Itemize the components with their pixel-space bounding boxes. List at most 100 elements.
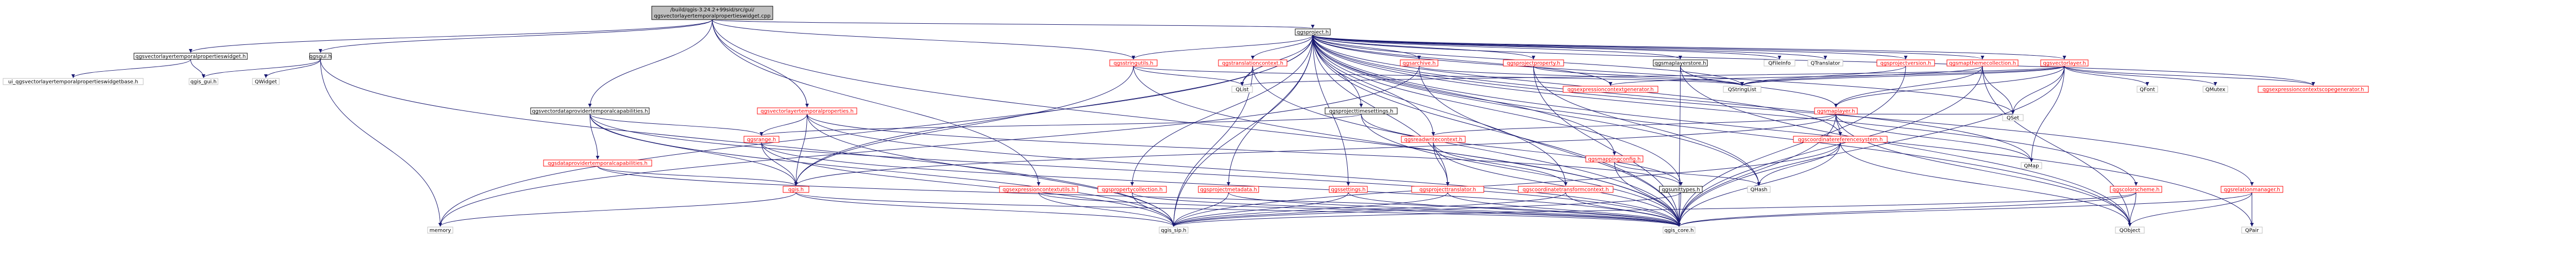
graph-node-label: qgspropertycollection.h xyxy=(1101,187,1162,193)
graph-edge xyxy=(1312,35,2132,227)
graph-node-qgsexpressioncontextgenerator-h[interactable]: qgsexpressioncontextgenerator.h xyxy=(1563,86,1658,93)
graph-edge xyxy=(794,66,1134,186)
graph-edge xyxy=(1312,35,2254,186)
graph-node-qgsvectorlayertemporalproperties-h[interactable]: qgsvectorlayertemporalproperties.h xyxy=(757,107,857,115)
graph-node-qgsvectorlayertemporalpropertieswidget-h[interactable]: qgsvectorlayertemporalpropertieswidget.h xyxy=(133,53,248,60)
graph-node-box xyxy=(1747,186,1771,193)
graph-edge xyxy=(1172,192,1349,227)
graph-edge xyxy=(1312,35,2138,186)
graph-node-qgstranslationcontext-h[interactable]: qgstranslationcontext.h xyxy=(1218,59,1287,67)
graph-node-box xyxy=(1329,186,1368,193)
graph-node-qgsvectordataprovidertemporalcapabilities-h[interactable]: qgsvectordataprovidertemporalcapabilitie… xyxy=(530,107,650,115)
graph-node-qgsmaplayerstore-h[interactable]: qgsmaplayerstore.h xyxy=(1653,59,1708,67)
graph-edge xyxy=(1840,142,2132,227)
graph-node-qobject[interactable]: QObject xyxy=(2115,227,2145,234)
graph-node-box xyxy=(2021,162,2042,169)
graph-node-qgsrange-h[interactable]: qgsrange.h xyxy=(743,136,779,143)
graph-node-memory[interactable]: memory xyxy=(427,227,453,234)
graph-node-box xyxy=(1585,155,1643,163)
graph-edge xyxy=(712,19,1136,60)
graph-node-qgscolorscheme-h[interactable]: qgscolorscheme.h xyxy=(2110,186,2162,193)
graph-node-box xyxy=(530,107,650,115)
graph-node-qgsprojectproperty-h[interactable]: qgsprojectproperty.h xyxy=(1503,59,1564,67)
graph-edge xyxy=(794,35,1313,186)
graph-node-qset[interactable]: QSet xyxy=(2002,114,2024,121)
graph-node-qhash[interactable]: QHash xyxy=(1747,186,1771,193)
graph-node-qgis-core-h[interactable]: qgis_core.h xyxy=(1663,227,1696,234)
graph-node-label: qgis_gui.h xyxy=(191,79,217,85)
graph-edge xyxy=(759,114,1362,136)
graph-node-qgsprojecttimesettings-h[interactable]: qgsprojecttimesettings.h xyxy=(1325,107,1398,115)
graph-edge xyxy=(1131,35,1313,60)
graph-edge xyxy=(1133,66,1681,227)
graph-edge xyxy=(1251,35,1313,60)
graph-edge xyxy=(807,114,1681,227)
graph-edge xyxy=(1172,192,1448,227)
graph-node-box xyxy=(1401,136,1466,143)
graph-node-qgsprojectmetadata-h[interactable]: qgsprojectmetadata.h xyxy=(1198,186,1259,193)
graph-edge xyxy=(1240,66,1253,86)
graph-edge xyxy=(1757,142,1841,186)
graph-node-qgsdataprovidertemporalcapabilities-h[interactable]: qgsdataprovidertemporalcapabilities.h xyxy=(543,159,652,167)
graph-node-qgsprojectversion-h[interactable]: qgsprojectversion.h xyxy=(1876,59,1935,67)
graph-node-qgsvectorlayer-h[interactable]: qgsvectorlayer.h xyxy=(2040,59,2089,67)
graph-edge xyxy=(1836,114,2132,227)
graph-node-qgsmaplayer-h[interactable]: qgsmaplayer.h xyxy=(1814,107,1858,115)
graph-node-qgis-gui-h[interactable]: qgis_gui.h xyxy=(189,78,218,85)
graph-node-qmutex[interactable]: QMutex xyxy=(2202,86,2228,93)
graph-node-qgsrelationmanager-h[interactable]: qgsrelationmanager.h xyxy=(2221,186,2283,193)
graph-node-box xyxy=(2258,86,2369,93)
graph-node-box xyxy=(1097,186,1167,193)
graph-node-qgsmappingconfig-h[interactable]: qgsmappingconfig.h xyxy=(1585,155,1643,163)
graph-node-qgscoordinatereferencesystem-h[interactable]: qgscoordinatereferencesystem.h xyxy=(1793,136,1888,143)
graph-node-qtranslator[interactable]: QTranslator xyxy=(1807,59,1843,67)
graph-node-qpair[interactable]: QPair xyxy=(2241,227,2263,234)
graph-edge xyxy=(1312,35,1985,60)
graph-node-qgsexpressioncontextutils-h[interactable]: qgsexpressioncontextutils.h xyxy=(999,186,1078,193)
graph-node-label: qgsdataprovidertemporalcapabilities.h xyxy=(548,161,648,167)
graph-node-qgsexpressioncontextscopegenerator-h[interactable]: qgsexpressioncontextscopegenerator.h xyxy=(2258,86,2369,93)
graph-edge xyxy=(807,114,1683,186)
graph-node-label: qgscolorscheme.h xyxy=(2112,187,2159,193)
graph-node-qgis-h[interactable]: qgis.h xyxy=(783,186,809,193)
graph-edge xyxy=(1740,66,1983,86)
graph-node-qstringlist[interactable]: QStringList xyxy=(1723,86,1761,93)
graph-node-qgsarchive-h[interactable]: qgsarchive.h xyxy=(1400,59,1438,67)
graph-node-box xyxy=(2115,227,2145,234)
graph-node-qgsproject-h[interactable]: qgsproject.h xyxy=(1295,28,1331,36)
graph-node-qgsunittypes-h[interactable]: qgsunittypes.h xyxy=(1659,186,1703,193)
graph-node-label: qgscoordinatereferencesystem.h xyxy=(1798,137,1883,143)
graph-node-label: qgstranslationcontext.h xyxy=(1222,61,1283,67)
graph-node-qlist[interactable]: QList xyxy=(1231,86,1253,93)
graph-node-qgssettings-h[interactable]: qgssettings.h xyxy=(1329,186,1368,193)
graph-edge xyxy=(1740,66,1906,86)
graph-node-qgis-sip-h[interactable]: qgis_sip.h xyxy=(1159,227,1189,234)
graph-edge xyxy=(2128,192,2137,227)
graph-node-box xyxy=(757,107,857,115)
graph-node-box xyxy=(2137,86,2158,93)
graph-node-qwidget[interactable]: QWidget xyxy=(252,78,280,85)
graph-node-qgscoordinatetransformcontext-h[interactable]: qgscoordinatetransformcontext.h xyxy=(1518,186,1614,193)
graph-node-box xyxy=(1518,186,1614,193)
graph-edge xyxy=(2011,66,2065,115)
graph-node-qfont[interactable]: QFont xyxy=(2137,86,2158,93)
graph-node-ui-qgsvectorlayertemporalpropertieswidgetbase-h[interactable]: ui_qgsvectorlayertemporalpropertieswidge… xyxy=(3,78,144,85)
graph-edge xyxy=(1312,35,1782,60)
graph-node-label: qgsmapthemecollection.h xyxy=(1949,61,2016,67)
graph-node-label: qgsprojectmetadata.h xyxy=(1200,187,1257,193)
graph-edge xyxy=(794,114,807,186)
graph-node-qgsstringutils-h[interactable]: qgsstringutils.h xyxy=(1109,59,1158,67)
graph-node-qgsmapthemecollection-h[interactable]: qgsmapthemecollection.h xyxy=(1946,59,2019,67)
graph-edge xyxy=(71,59,191,78)
graph-node-qgsreadwritecontext-h[interactable]: qgsreadwritecontext.h xyxy=(1401,136,1466,143)
graph-node-qgsgui-h[interactable]: qgsgui.h xyxy=(309,53,332,60)
graph-node-box xyxy=(309,53,332,60)
graph-node-qfileinfo[interactable]: QFileInfo xyxy=(1764,59,1795,67)
graph-node-qmap[interactable]: QMap xyxy=(2021,162,2042,169)
graph-node-qgspropertycollection-h[interactable]: qgspropertycollection.h xyxy=(1097,186,1167,193)
graph-node-qgsprojecttranslator-h[interactable]: qgsprojecttranslator.h xyxy=(1411,186,1484,193)
graph-node-box xyxy=(2040,59,2089,67)
graph-edge xyxy=(1433,142,1681,227)
graph-node-label: QFont xyxy=(2140,87,2155,93)
